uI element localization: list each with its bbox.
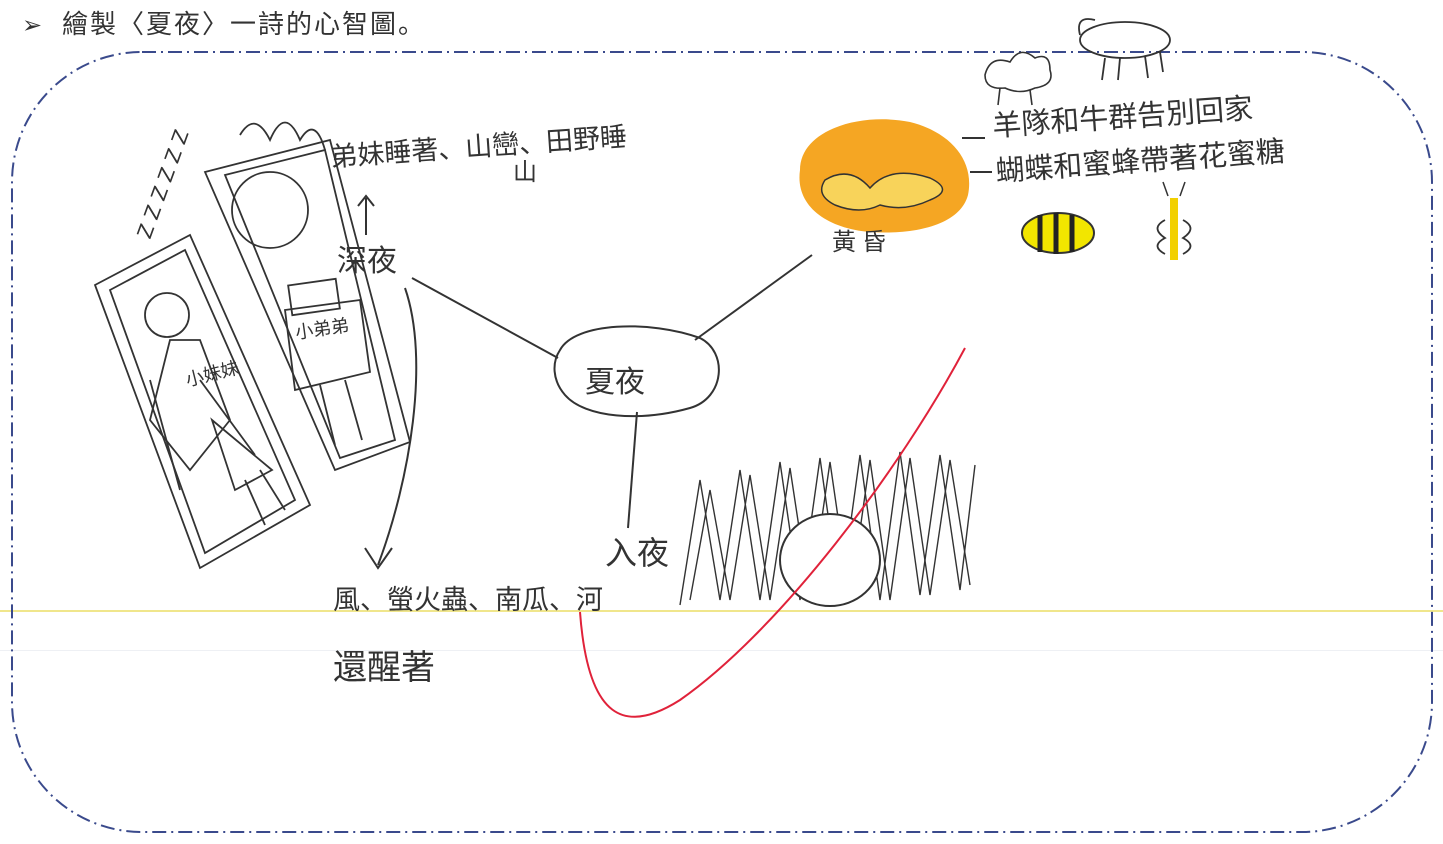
line-to-nightfall	[627, 411, 638, 529]
sheep-drawing	[984, 51, 1052, 106]
grass-field-drawing	[679, 451, 976, 607]
red-curve-line	[579, 347, 966, 718]
faint-scan-line	[0, 650, 1443, 651]
sister-bed-drawing	[93, 233, 312, 570]
deep-night-note2: 山	[513, 158, 537, 186]
deep-night-label: 深夜	[337, 244, 397, 279]
line-to-dusk	[694, 254, 813, 341]
bee-drawing	[1021, 212, 1095, 254]
curved-arrow-head	[364, 547, 393, 570]
deep-night-awake-line1: 風、螢火蟲、南瓜、河	[333, 585, 603, 616]
arrow-up-head	[357, 194, 375, 207]
instruction-text: 繪製〈夏夜〉一詩的心智圖。	[62, 10, 427, 40]
sleep-z-marks: Z Z Z Z Z Z	[132, 126, 194, 241]
nightfall-label: 入夜	[605, 534, 670, 572]
yellow-scan-line	[0, 610, 1443, 612]
curved-arrow	[377, 287, 418, 566]
deep-night-awake-line2: 還醒著	[333, 648, 435, 688]
instruction-line: ➢ 繪製〈夏夜〉一詩的心智圖。	[22, 4, 426, 41]
butterfly-drawing	[1156, 181, 1192, 260]
goat-drawing	[1078, 18, 1171, 81]
dashed-border-frame	[11, 51, 1433, 833]
center-label: 夏夜	[585, 365, 645, 400]
sunset-drawing	[799, 119, 970, 233]
line-to-deep-night	[411, 277, 559, 359]
brother-bed-drawing	[203, 121, 412, 472]
arrow-bullet-icon: ➢	[22, 11, 45, 39]
dusk-label: 黃昏	[832, 228, 892, 256]
center-bubble	[553, 325, 720, 418]
